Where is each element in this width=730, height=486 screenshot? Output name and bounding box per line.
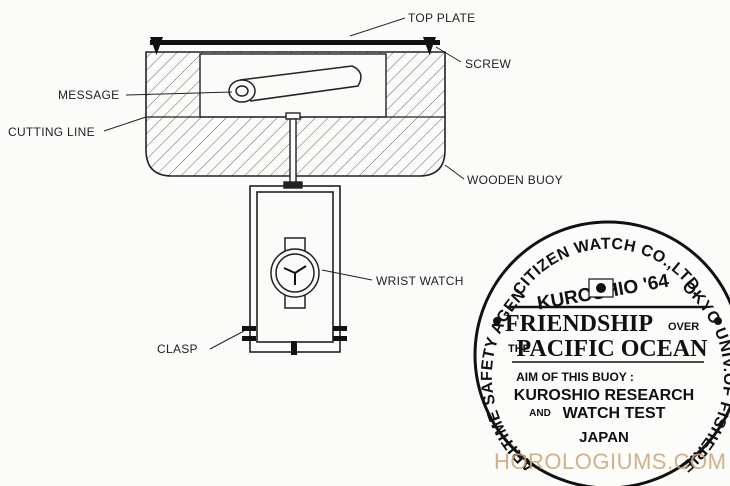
plate-kuroshio-research: KUROSHIO RESEARCH <box>514 387 694 404</box>
plate-pacific-ocean: PACIFIC OCEAN <box>517 336 709 362</box>
plate-friendship: FRIENDSHIP <box>505 311 653 337</box>
plate-aim: AIM OF THIS BUOY : <box>516 370 634 384</box>
japan-flag-icon <box>588 278 614 298</box>
clasp <box>242 326 347 355</box>
watermark: HOROLOGIUMS.COM <box>494 449 726 474</box>
plate-dot-right <box>714 317 722 325</box>
screw-icon <box>150 37 436 55</box>
label-top-plate: TOP PLATE <box>408 11 475 25</box>
rolled-message <box>228 65 362 103</box>
plate-and: AND <box>529 408 551 419</box>
label-cutting-line: CUTTING LINE <box>8 125 95 139</box>
plate-the: THE <box>508 343 530 355</box>
top-plate <box>150 40 440 45</box>
wrist-watch-icon <box>270 237 320 309</box>
label-message: MESSAGE <box>58 88 119 102</box>
plate-over: OVER <box>668 321 699 333</box>
label-screw: SCREW <box>465 57 512 71</box>
label-clasp: CLASP <box>157 342 198 356</box>
label-wrist-watch: WRIST WATCH <box>376 274 464 288</box>
plate-japan: JAPAN <box>579 429 629 446</box>
bolt <box>283 112 303 189</box>
plate-watch-test: WATCH TEST <box>563 405 666 422</box>
leader-lines <box>103 17 465 350</box>
plate-dot-left <box>493 317 501 325</box>
label-wooden-buoy: WOODEN BUOY <box>467 173 563 187</box>
